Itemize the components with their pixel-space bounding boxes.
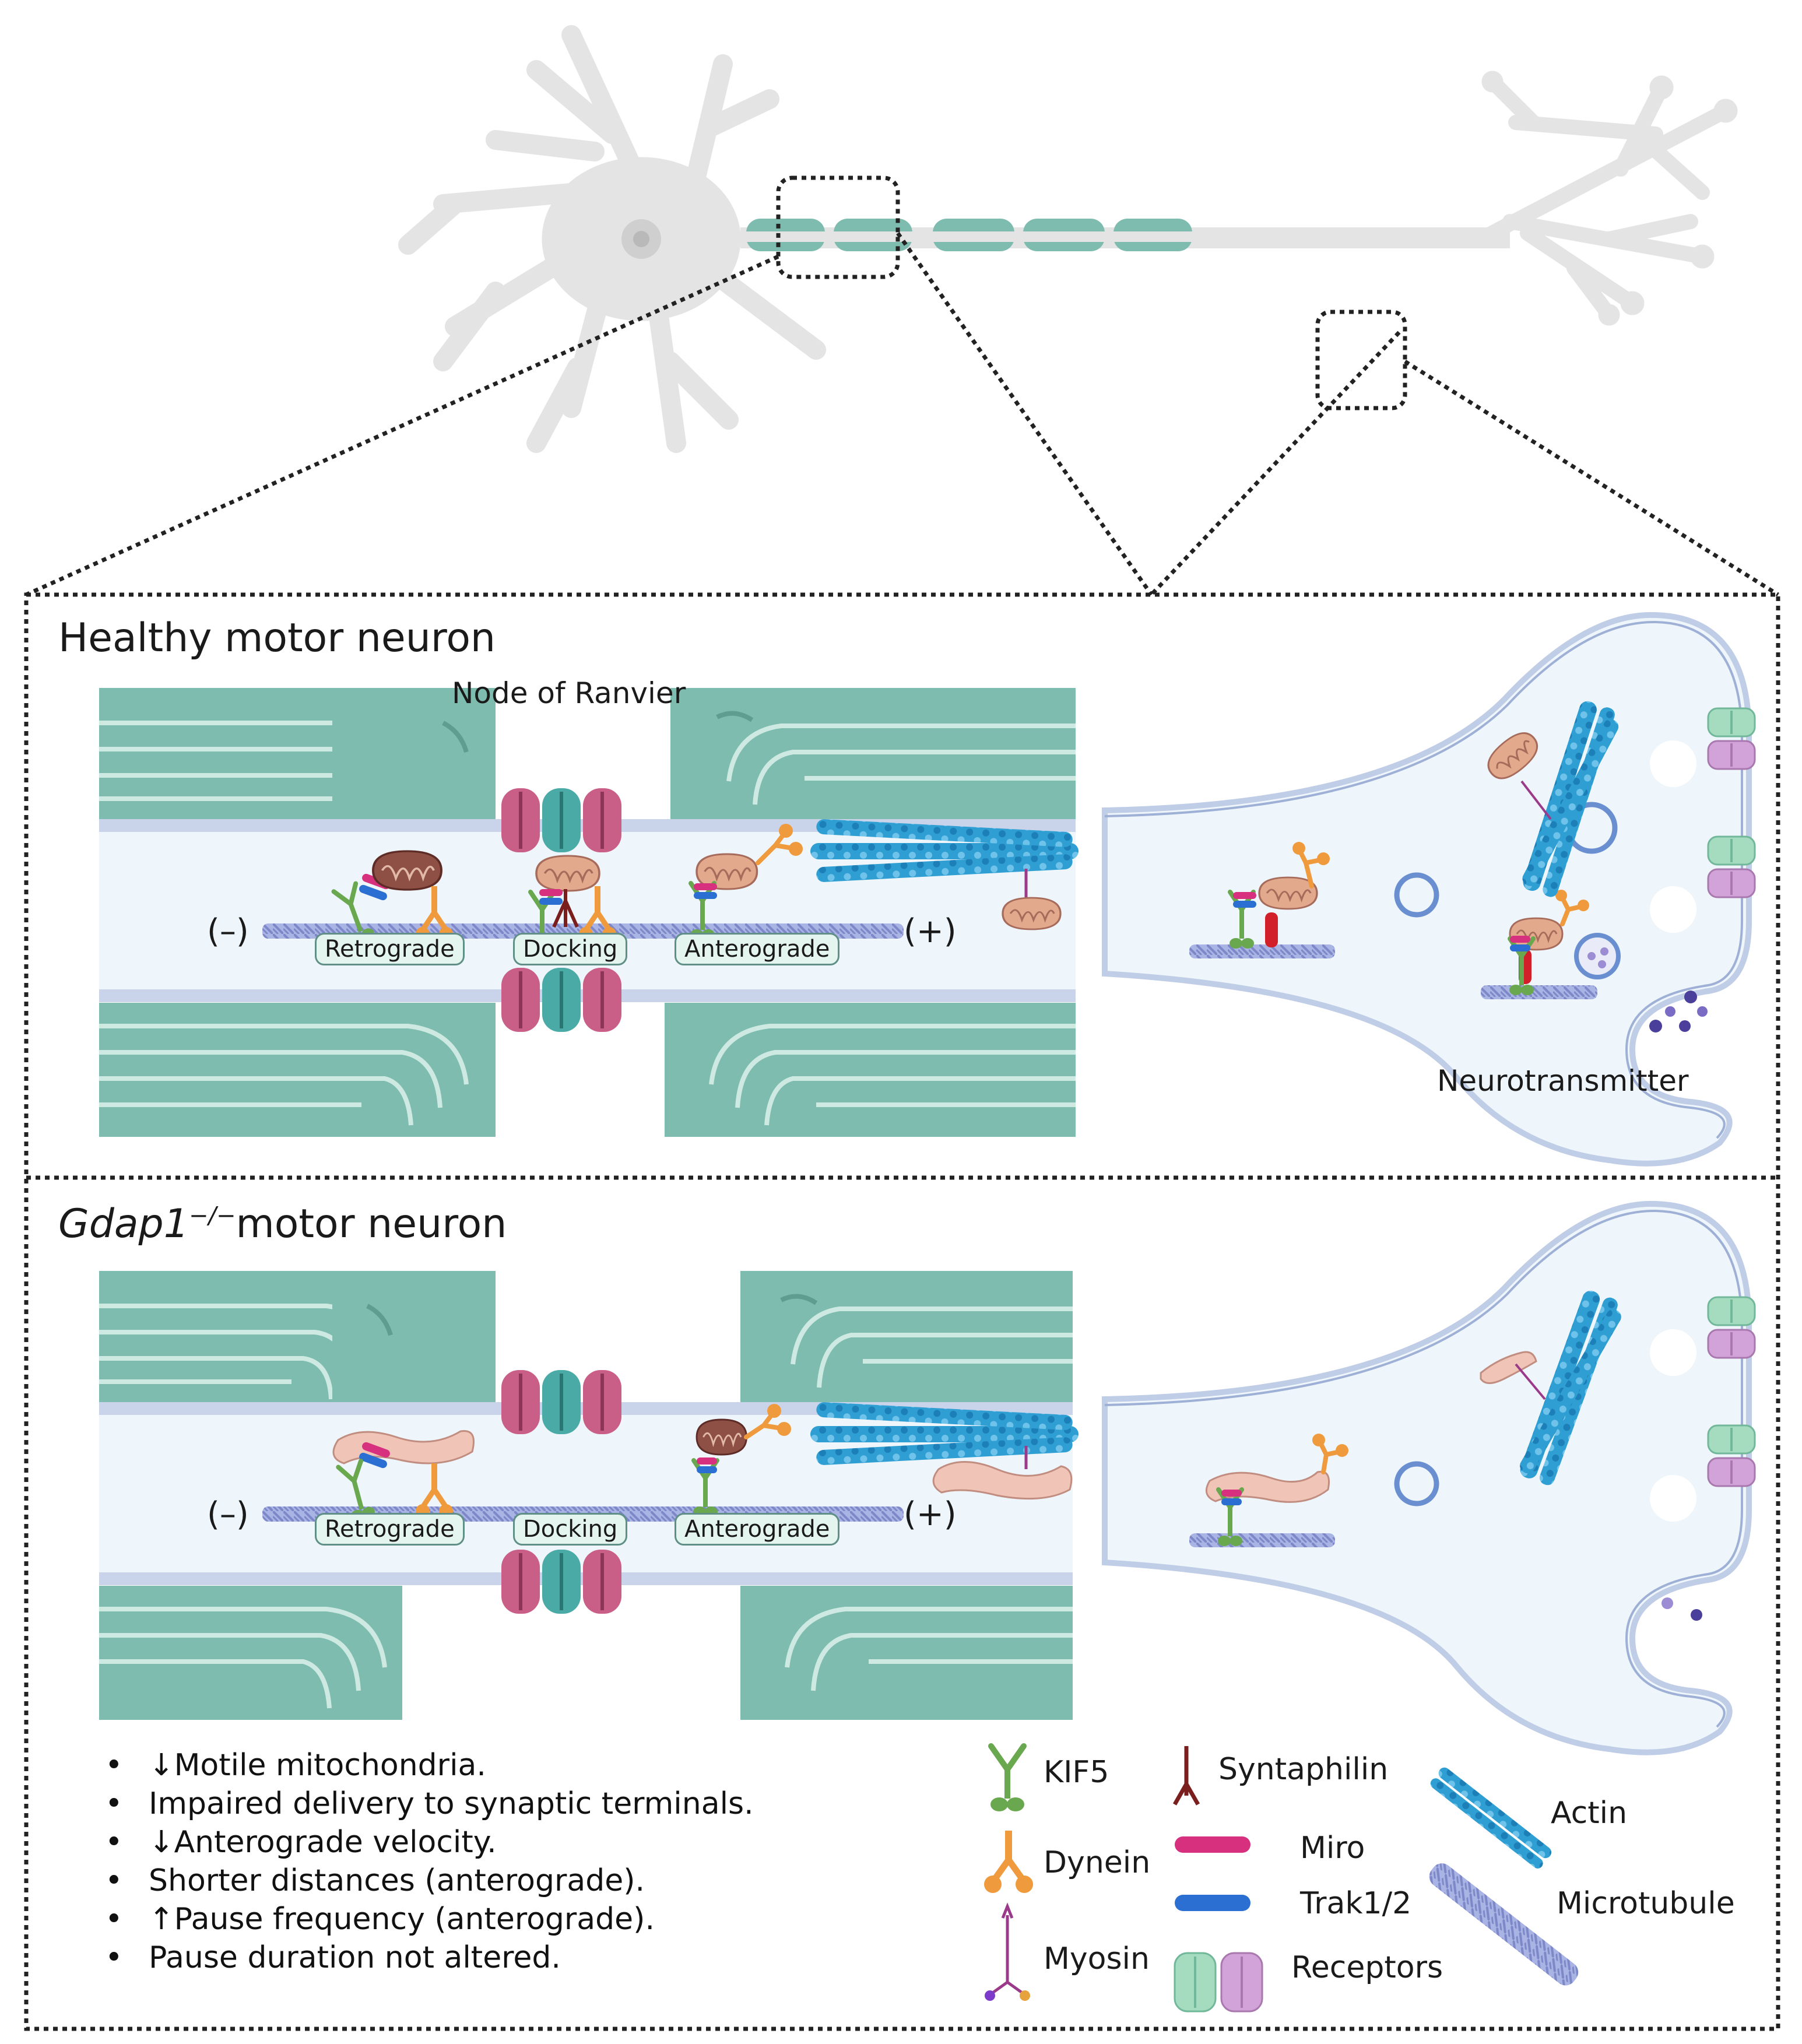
list-item: Impaired delivery to synaptic terminals. (105, 1785, 754, 1823)
healthy-terminal (1102, 612, 1756, 1167)
list-item: ↓Anterograde velocity. (105, 1823, 754, 1862)
legend-actin-label: Actin (1551, 1796, 1628, 1831)
minus-end-label: (–) (207, 912, 249, 950)
plus-end-label: (+) (904, 912, 957, 950)
neurotransmitter-label: Neurotransmitter (1437, 1064, 1689, 1098)
trak-icon (1175, 1895, 1250, 1911)
list-item: ↑Pause frequency (anterograde). (105, 1900, 754, 1938)
node-of-ranvier-label: Node of Ranvier (452, 676, 686, 710)
legend-microtubule-label: Microtubule (1557, 1886, 1735, 1921)
kif5-icon (988, 1743, 1027, 1811)
mutant-terminal (1102, 1200, 1756, 1755)
legend-trak-label: Trak1/2 (1300, 1886, 1412, 1921)
retrograde-tag: Retrograde (315, 1513, 465, 1546)
legend-miro-label: Miro (1300, 1831, 1365, 1866)
mutant-panel-title: Gdap1−/−motor neuron (58, 1201, 507, 1247)
healthy-axon (3, 9, 1079, 1137)
retrograde-tag: Retrograde (315, 933, 465, 965)
list-item: Pause duration not altered. (105, 1938, 754, 1977)
legend-receptors-label: Receptors (1291, 1950, 1443, 1985)
miro-icon (1175, 1836, 1250, 1853)
receptors-icon (1174, 1952, 1263, 2013)
docking-tag: Docking (513, 1513, 628, 1546)
healthy-panel-title: Healthy motor neuron (58, 615, 496, 661)
docking-tag: Docking (513, 933, 628, 965)
zoom-connectors (24, 175, 1780, 2031)
list-item: Shorter distances (anterograde). (105, 1862, 754, 1900)
plus-end-label: (+) (904, 1495, 957, 1533)
gene-name: Gdap1 (58, 1201, 189, 1247)
legend-myosin-label: Myosin (1044, 1941, 1150, 1976)
mutant-title-rest: motor neuron (236, 1201, 507, 1247)
legend-kif5-label: KIF5 (1044, 1755, 1109, 1790)
syntaphilin-icon (1172, 1746, 1200, 1806)
dynein-icon (984, 1831, 1033, 1893)
list-item: ↓Motile mitochondria. (105, 1746, 754, 1785)
legend-icons (984, 1743, 1579, 2013)
genotype-superscript: −/− (188, 1202, 236, 1230)
anterograde-tag: Anterograde (675, 933, 840, 965)
findings-list: ↓Motile mitochondria. Impaired delivery … (105, 1746, 754, 1977)
myosin-icon (985, 1902, 1030, 2001)
legend-dynein-label: Dynein (1044, 1845, 1151, 1880)
microtubule-icon (1429, 1863, 1579, 1986)
neuron-overview (398, 25, 1738, 453)
actin-icon (1430, 1767, 1551, 1869)
minus-end-label: (–) (207, 1495, 249, 1533)
legend-syntaphilin-label: Syntaphilin (1218, 1752, 1389, 1787)
anterograde-tag: Anterograde (675, 1513, 840, 1546)
